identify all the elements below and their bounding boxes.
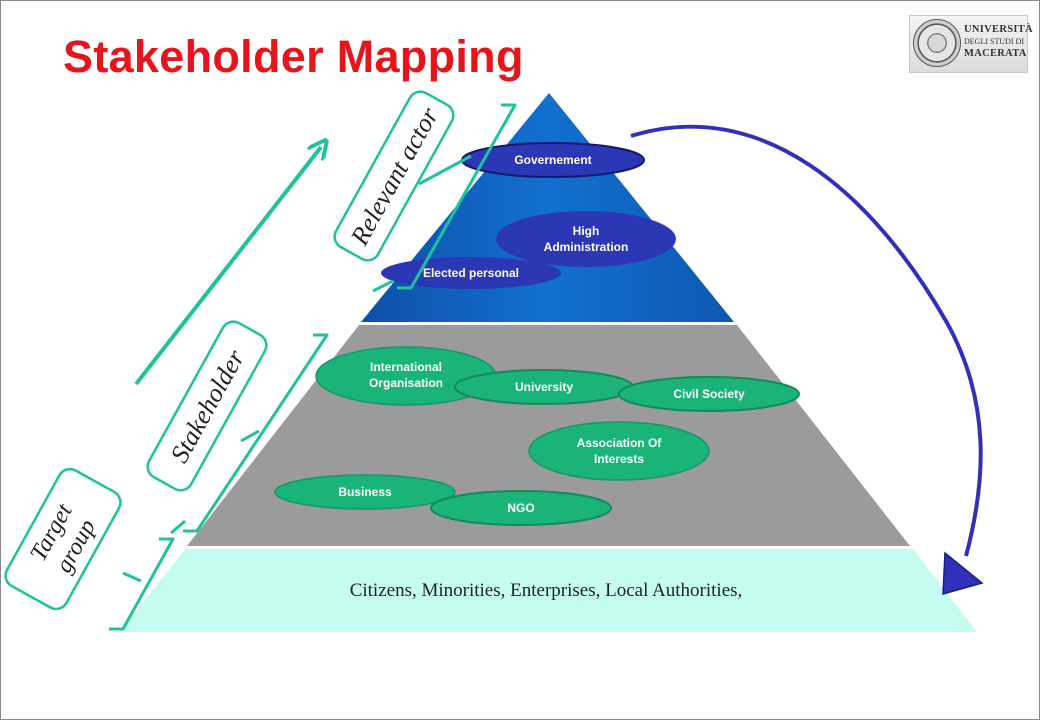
logo-line-3: MACERATA (964, 48, 1027, 59)
curved-arrow-head (942, 551, 984, 596)
ngo-label: NGO (507, 501, 534, 515)
logo-line-1: UNIVERSITÀ (964, 24, 1033, 35)
high-administration-label-2: Administration (544, 240, 629, 254)
international-organisation-label-1: International (370, 360, 442, 374)
elected-personal-label: Elected personal (423, 266, 519, 280)
international-organisation-label-2: Organisation (369, 376, 443, 390)
university-seal-icon (913, 19, 961, 67)
business-label: Business (338, 485, 392, 499)
university-logo: UNIVERSITÀ DEGLI STUDI DI MACERATA (909, 15, 1033, 73)
government-label: Governement (514, 153, 591, 167)
target-group-tag: Target group (4, 467, 122, 611)
business-ellipse (274, 474, 456, 510)
civil-society-ellipse (618, 376, 800, 412)
high-administration-label-1: High (573, 224, 600, 238)
target-group-bracket (109, 537, 175, 631)
base-tier-label: Citizens, Minorities, Enterprises, Local… (350, 580, 743, 601)
ngo-ellipse (430, 490, 612, 526)
rising-arrow (134, 147, 321, 386)
pyramid-base-tier (120, 549, 977, 632)
elected-personal-ellipse (381, 257, 561, 289)
relevant-actor-bracket (372, 103, 517, 293)
university-label: University (515, 380, 573, 394)
association-of-interests-ellipse (528, 421, 710, 481)
page-title: Stakeholder Mapping (63, 31, 524, 82)
association-of-interests-label-2: Interests (594, 452, 644, 466)
logo-line-2: DEGLI STUDI DI (964, 37, 1024, 46)
high-administration-ellipse (496, 211, 676, 267)
stakeholder-bracket (170, 333, 329, 535)
association-of-interests-label-1: Association Of (577, 436, 663, 450)
curved-arrow-shaft (630, 124, 983, 557)
civil-society-label: Civil Society (673, 387, 745, 401)
